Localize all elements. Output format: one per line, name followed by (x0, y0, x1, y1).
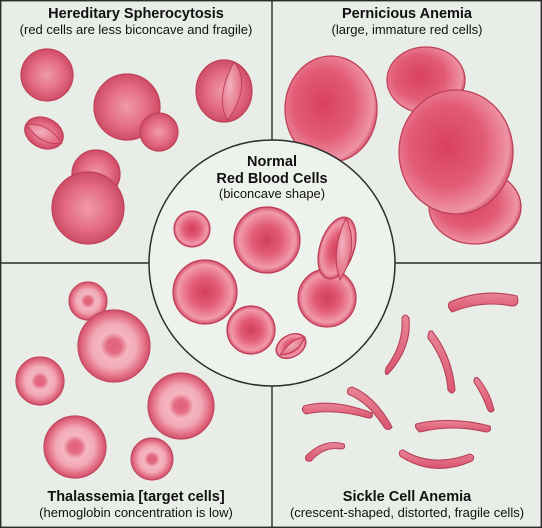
sickle-cell-subtitle: (crescent-shaped, distorted, fragile cel… (289, 504, 525, 520)
normal-subtitle: (biconcave shape) (218, 186, 326, 202)
target-cell (77, 309, 151, 383)
sickle-cell (414, 419, 492, 433)
sickle-cell (473, 376, 495, 413)
target-cell (130, 437, 174, 481)
target-cell (15, 356, 65, 406)
normal-label: Normal Red Blood Cells (biconcave shape) (182, 154, 362, 202)
sickle-cell-label: Sickle Cell Anemia (crescent-shaped, dis… (274, 489, 540, 521)
sickle-cell (305, 441, 346, 462)
target-cell (147, 372, 215, 440)
sickle-cell-title: Sickle Cell Anemia (342, 489, 472, 505)
pernicious-cells (284, 46, 522, 245)
normal-title-line2: Red Blood Cells (216, 170, 328, 187)
pernicious-subtitle: (large, immature red cells) (331, 21, 483, 37)
sickle-cell (398, 449, 475, 469)
spherocytosis-subtitle: (red cells are less biconcave and fragil… (19, 21, 253, 37)
sickle-cell (384, 314, 410, 375)
spherocyte-cell (51, 171, 125, 245)
spherocytosis-title: Hereditary Spherocytosis (48, 6, 224, 22)
sickle-cell (301, 402, 374, 419)
thalassemia-subtitle: (hemoglobin concentration is low) (39, 504, 233, 520)
normal-cell (226, 305, 276, 355)
sickle-cells (301, 292, 519, 469)
thalassemia-label: Thalassemia [target cells] (hemoglobin c… (2, 489, 270, 521)
sickle-cell (447, 292, 519, 313)
normal-cell (173, 210, 211, 248)
sickle-cell (346, 386, 393, 431)
thalassemia-title: Thalassemia [target cells] (47, 489, 225, 505)
normal-title-line1: Normal (247, 154, 297, 170)
normal-cell-folds (278, 216, 353, 356)
normal-cell (172, 259, 238, 325)
spherocyte-cell (20, 48, 74, 102)
target-cell (68, 281, 108, 321)
pernicious-label: Pernicious Anemia (large, immature red c… (274, 6, 540, 38)
spherocyte-folds (26, 61, 243, 145)
spherocytosis-cells (20, 48, 253, 245)
thalassemia-cells (15, 281, 215, 481)
normal-cells (172, 206, 357, 360)
sickle-cell (427, 330, 456, 394)
normal-cell (233, 206, 301, 274)
spherocyte-cell (139, 112, 179, 152)
macrocyte-cell (398, 89, 514, 215)
spherocytosis-label: Hereditary Spherocytosis (red cells are … (2, 6, 270, 38)
target-cell (43, 415, 107, 479)
pernicious-title: Pernicious Anemia (341, 6, 472, 22)
